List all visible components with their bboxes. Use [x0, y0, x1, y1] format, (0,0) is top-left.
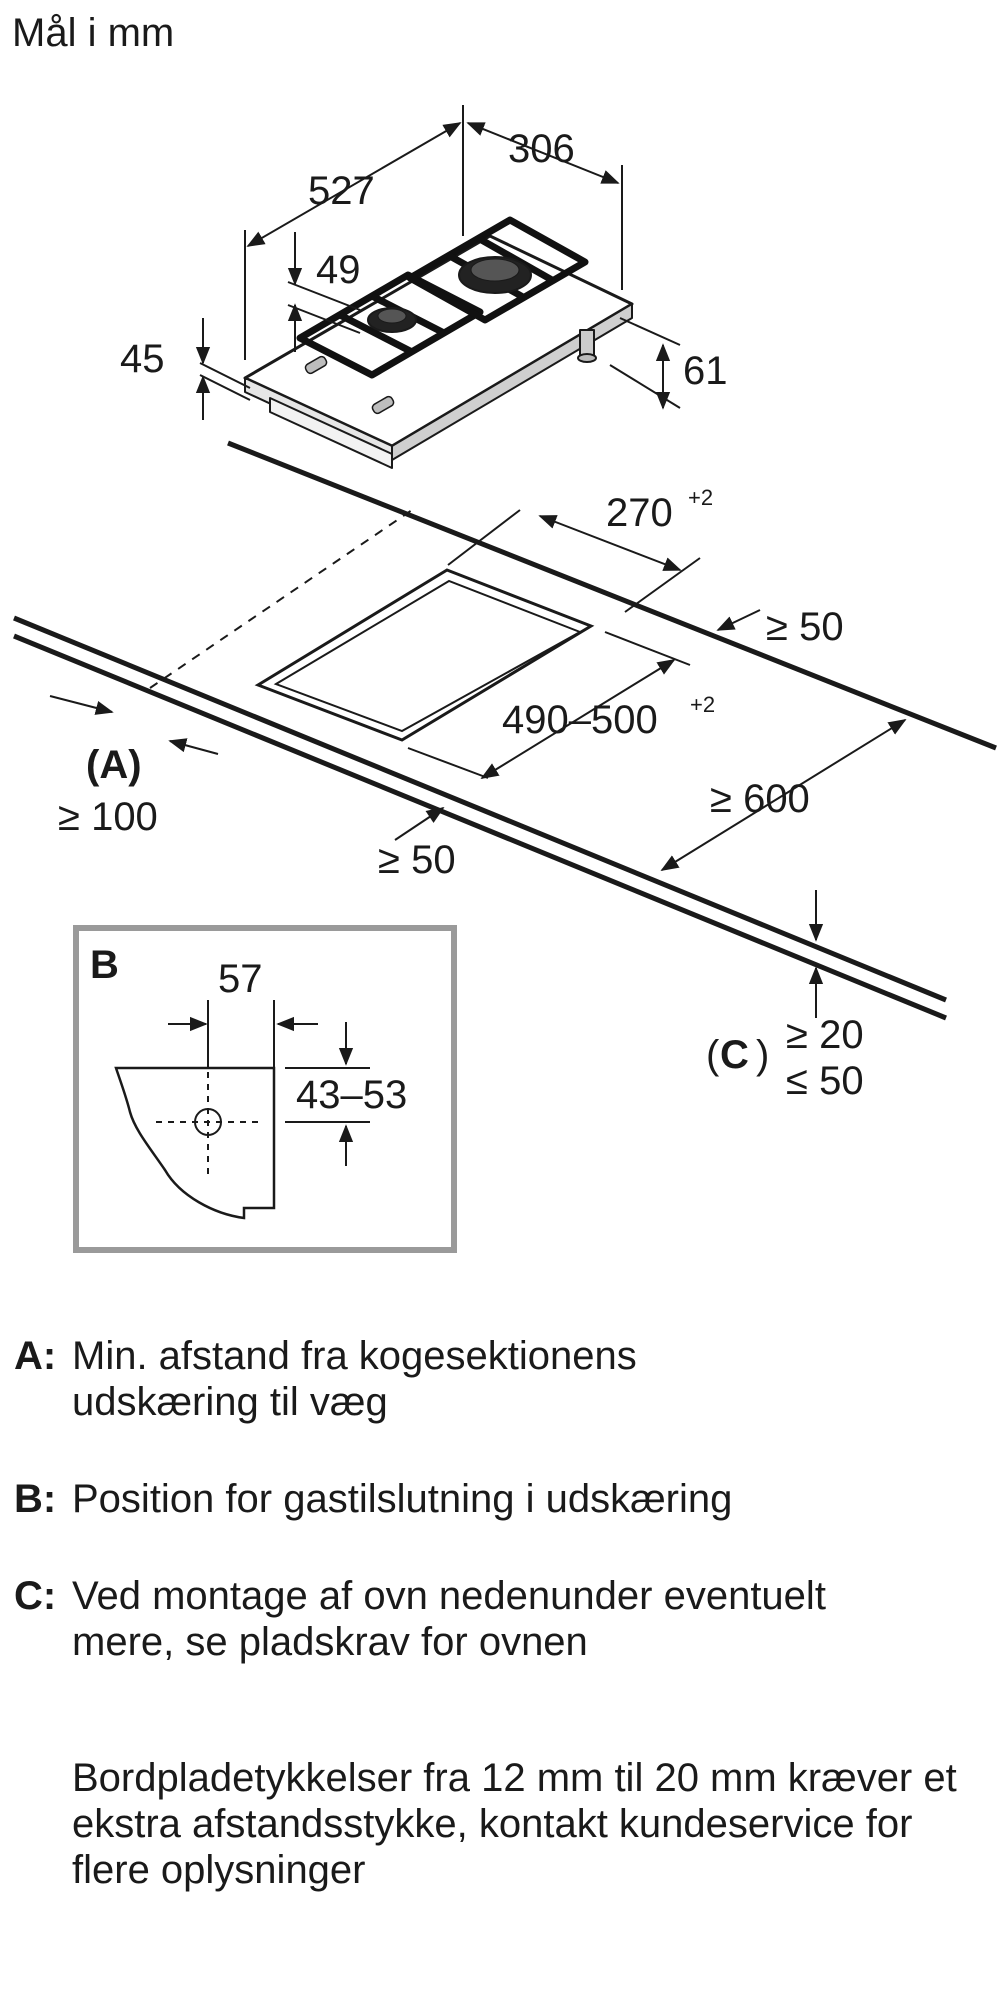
- gas-hob: [243, 216, 634, 469]
- dim-cutout-depth: 490–500: [502, 698, 658, 742]
- label-a: (A): [86, 743, 142, 787]
- units-label: Mål i mm: [12, 11, 174, 55]
- detail-b-width: 57: [218, 957, 263, 1001]
- label-c-close: ): [756, 1033, 769, 1077]
- dim-hob-width: 306: [508, 127, 575, 171]
- legend-text: Min. afstand fra kogesektionens udskærin…: [72, 1334, 637, 1424]
- cutout-corner-shape: [114, 1066, 276, 1220]
- countertop-dimension-lines: [49, 509, 907, 1018]
- legend-text: Ved montage af ovn nedenunder eventuelt …: [72, 1574, 826, 1664]
- label-c: C: [720, 1033, 749, 1077]
- countertop: [13, 440, 997, 1021]
- dim-cutout-width: 270: [606, 491, 673, 535]
- legend-key: C:: [14, 1574, 57, 1618]
- legend-key: A:: [14, 1334, 57, 1378]
- dim-oven-min: ≥ 20: [786, 1013, 864, 1057]
- detail-b-box: B 57 43–53: [73, 925, 457, 1253]
- dim-hob-depth: 527: [308, 169, 375, 213]
- legend-text: Position for gastilslutning i udskæring: [72, 1477, 733, 1521]
- dim-total-height: 61: [683, 349, 728, 393]
- dim-side-clearance: ≥ 600: [710, 777, 810, 821]
- dim-burner-height: 49: [316, 248, 361, 292]
- dim-back-clearance: ≥ 50: [766, 605, 844, 649]
- dim-front-clearance: ≥ 50: [378, 838, 456, 882]
- dim-wall-clearance: ≥ 100: [58, 795, 158, 839]
- installation-diagram: Mål i mm: [12, 11, 997, 1253]
- small-burner-cap: [377, 308, 407, 324]
- cutout: [254, 568, 595, 742]
- large-burner-cap: [470, 258, 520, 282]
- dim-cutout-width-tol: +2: [688, 485, 713, 510]
- dim-body-height: 45: [120, 337, 165, 381]
- control-knob-2: [371, 395, 395, 415]
- hob-dimension-lines: [195, 105, 681, 420]
- control-knob-1: [304, 355, 328, 375]
- label-c-open: (: [706, 1033, 720, 1077]
- dim-cutout-depth-tol: +2: [690, 692, 715, 717]
- legend-key: B:: [14, 1477, 57, 1521]
- legend-a: A: Min. afstand fra kogesektionens udskæ…: [14, 1333, 974, 1425]
- detail-b-height: 43–53: [296, 1073, 407, 1117]
- dim-oven-max: ≤ 50: [786, 1059, 864, 1103]
- legend-c: C: Ved montage af ovn nedenunder eventue…: [14, 1573, 974, 1665]
- detail-b-label: B: [90, 943, 119, 987]
- legend-b: B: Position for gastilslutning i udskæri…: [14, 1476, 974, 1522]
- countertop-thickness-note: Bordpladetykkelser fra 12 mm til 20 mm k…: [72, 1756, 957, 1892]
